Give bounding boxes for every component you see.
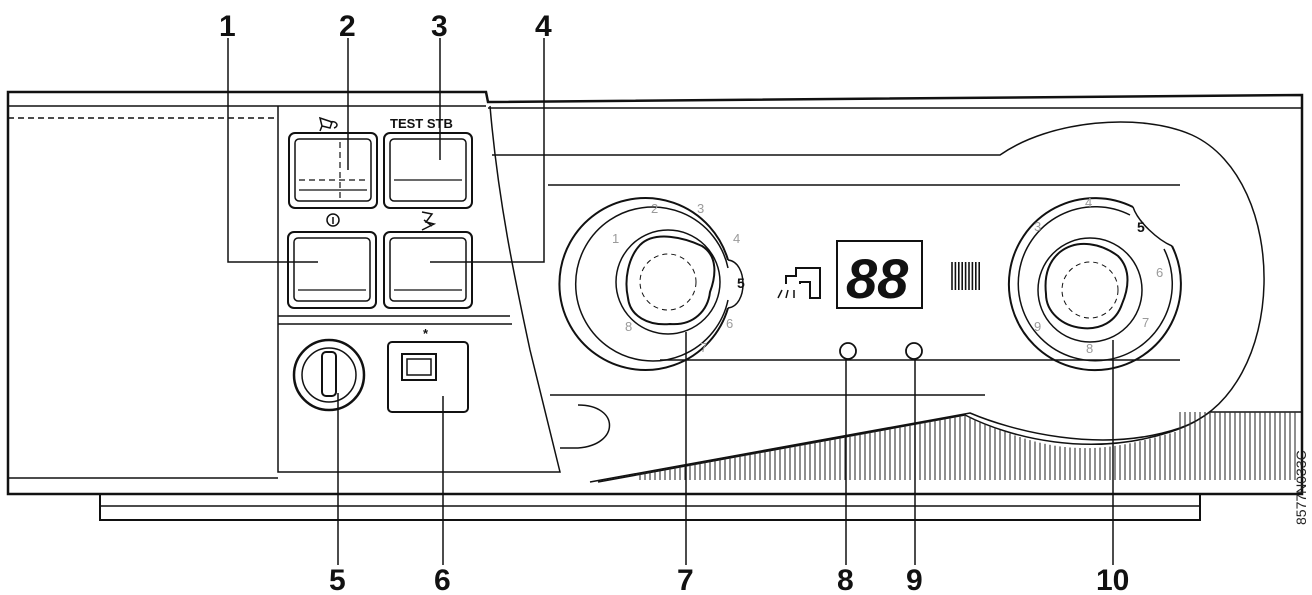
drawing-code: 8577N033C [1293, 450, 1309, 525]
callout-1: 1 [219, 10, 236, 43]
heating-scale-digit: 4 [1085, 195, 1092, 210]
callout-5: 5 [329, 564, 346, 595]
callout-10: 10 [1096, 564, 1129, 595]
heating-selected-value: 5 [1137, 219, 1145, 235]
dhw-scale-digit: 2 [651, 201, 658, 216]
callout-9: 9 [906, 564, 923, 595]
panel-housing [6, 90, 1304, 521]
dhw-temperature-dial[interactable] [558, 197, 744, 371]
chimney-sweep-icon [318, 116, 338, 132]
dhw-scale-digit: 6 [726, 316, 733, 331]
dhw-scale: 1 2 3 4 6 7 8 [612, 201, 740, 355]
callout-8: 8 [837, 564, 854, 595]
test-stb-button[interactable] [383, 132, 473, 209]
callout-2: 2 [339, 10, 356, 43]
callout-6: 6 [434, 564, 451, 595]
test-stb-caption: TEST STB [390, 116, 453, 131]
button-block [277, 105, 611, 473]
manual-mode-icon [421, 211, 437, 231]
heating-scale-digit: 6 [1156, 265, 1163, 280]
manual-mode-button[interactable] [383, 231, 473, 309]
heating-scale: 3 4 6 7 8 9 [1034, 195, 1163, 356]
heating-scale-digit: 7 [1142, 315, 1149, 330]
info-button[interactable] [287, 231, 377, 309]
callout-4: 4 [535, 10, 552, 43]
ramp-hatching [639, 412, 1296, 480]
dhw-scale-digit: 7 [700, 340, 707, 355]
main-switch-knob[interactable] [292, 338, 366, 412]
radiator-icon [951, 262, 981, 290]
display-value: 88 [846, 247, 909, 310]
heating-scale-digit: 3 [1034, 219, 1041, 234]
callout-7: 7 [677, 564, 694, 595]
dhw-selected-value: 5 [737, 275, 745, 291]
info-icon [326, 213, 340, 227]
frost-protection-switch[interactable] [387, 341, 469, 413]
hot-water-tap-icon [777, 267, 821, 299]
dhw-scale-digit: 4 [733, 231, 740, 246]
chimney-sweep-button[interactable] [288, 132, 378, 209]
heating-scale-digit: 8 [1086, 341, 1093, 356]
dhw-scale-digit: 8 [625, 319, 632, 334]
heating-temperature-dial[interactable] [1007, 197, 1182, 372]
dhw-scale-digit: 3 [697, 201, 704, 216]
frost-protection-icon: * [423, 326, 429, 341]
status-led-8 [839, 342, 857, 360]
heating-scale-digit: 9 [1034, 319, 1041, 334]
callout-3: 3 [431, 10, 448, 43]
leader-lines [227, 38, 1114, 565]
digital-display [836, 240, 923, 309]
dhw-scale-digit: 1 [612, 231, 619, 246]
status-led-9 [905, 342, 923, 360]
